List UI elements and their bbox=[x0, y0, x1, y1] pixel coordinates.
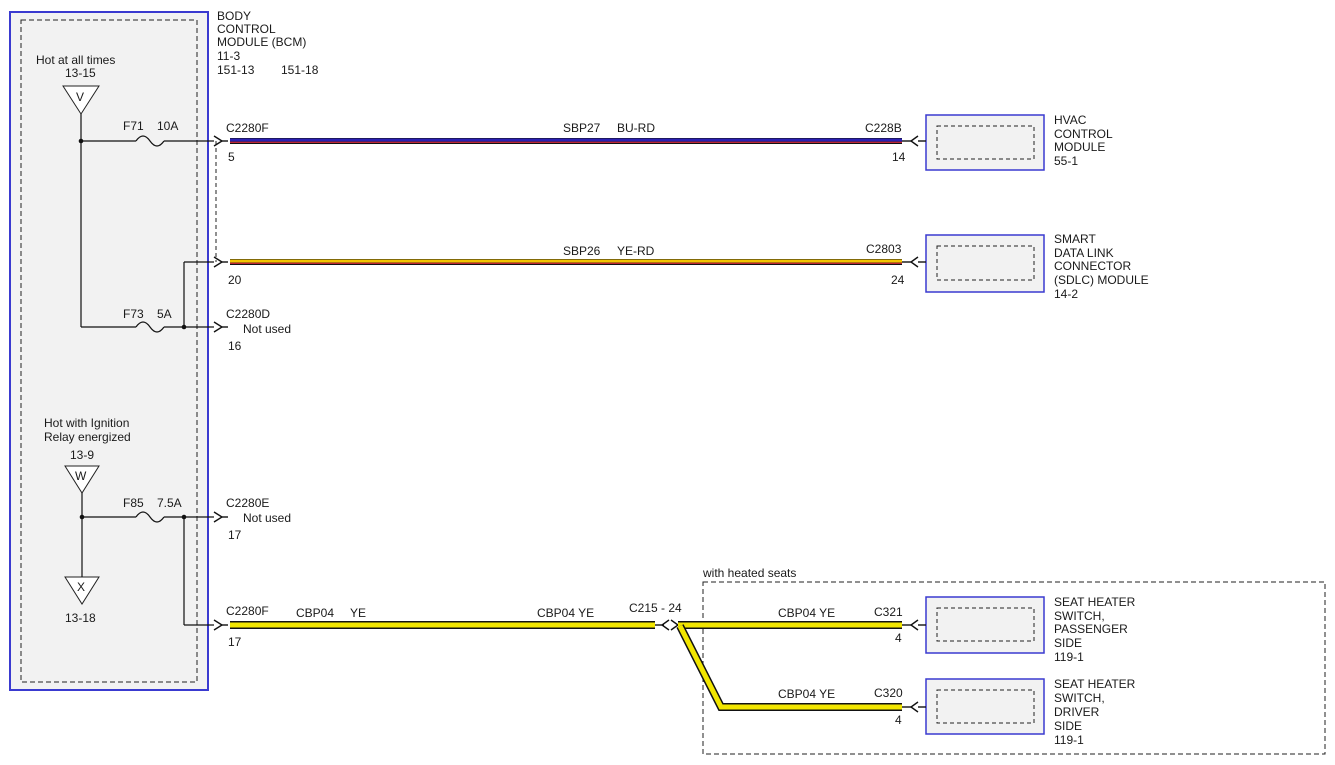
pin-note: Not used bbox=[243, 511, 291, 525]
seat-heater-switch-driver bbox=[925, 678, 1045, 735]
module-name-line: SWITCH, bbox=[1054, 691, 1105, 705]
pin-number: 16 bbox=[228, 339, 242, 353]
feed-ignition-label: Relay energized bbox=[44, 430, 131, 444]
module-pin-number: 24 bbox=[891, 273, 905, 287]
module-name-line: (SDLC) MODULE bbox=[1054, 273, 1149, 287]
bcm-title: BODY CONTROL MODULE (BCM) 11-3 151-13 15… bbox=[217, 9, 319, 77]
splice-dot bbox=[79, 514, 85, 520]
wire-color-label: YE bbox=[350, 606, 366, 620]
module-name-line: SMART bbox=[1054, 232, 1096, 246]
bcm-ref: 11-3 bbox=[217, 49, 240, 63]
fuse-f71-name: F71 bbox=[123, 119, 144, 133]
module-name-line: SWITCH, bbox=[1054, 609, 1105, 623]
pin-number: 17 bbox=[228, 528, 242, 542]
bcm-title-line: MODULE (BCM) bbox=[217, 35, 306, 49]
power-symbol-v-label: V bbox=[76, 90, 84, 104]
ground-symbol-x-label: X bbox=[77, 580, 85, 594]
bcm-ref: 151-18 bbox=[281, 63, 319, 77]
pin-connector-label: C2280F bbox=[226, 604, 269, 618]
splice-connector-c215 bbox=[655, 619, 680, 631]
module-pin-number: 4 bbox=[895, 631, 902, 645]
pin-note: Not used bbox=[243, 322, 291, 336]
power-symbol-w: W bbox=[64, 465, 100, 494]
module-connector-label: C320 bbox=[874, 686, 903, 700]
fuse-f85-rating: 7.5A bbox=[157, 496, 182, 510]
splice-dot bbox=[78, 138, 84, 144]
module-pin-number: 14 bbox=[892, 150, 906, 164]
module-ref: 14-2 bbox=[1054, 287, 1078, 301]
option-label: with heated seats bbox=[702, 566, 796, 580]
feed-always-label: Hot at all times bbox=[36, 53, 115, 67]
wire-circuit-label: SBP27 bbox=[563, 121, 601, 135]
bcm-module bbox=[9, 11, 209, 691]
bcm-pin-arrows bbox=[213, 135, 228, 631]
bcm-internal-wiring-bottom bbox=[81, 493, 214, 626]
sdlc-module bbox=[925, 234, 1045, 293]
module-connector-label: C228B bbox=[865, 121, 902, 135]
feed-ignition-label: Hot with Ignition bbox=[44, 416, 129, 430]
wire-color-label: YE-RD bbox=[617, 244, 655, 258]
fuse-f73-name: F73 bbox=[123, 307, 144, 321]
wire-label: CBP04 YE bbox=[778, 687, 835, 701]
bcm-ref: 151-13 bbox=[217, 63, 255, 77]
fuse-f73-rating: 5A bbox=[157, 307, 172, 321]
module-name-line: SIDE bbox=[1054, 719, 1082, 733]
module-ref: 119-1 bbox=[1054, 650, 1084, 664]
bcm-title-line: CONTROL bbox=[217, 22, 276, 36]
pin-connector-label: C2280F bbox=[226, 121, 269, 135]
fuse-f85-name: F85 bbox=[123, 496, 144, 510]
wire-label-mid: CBP04 YE bbox=[537, 606, 594, 620]
wire-sbp26 bbox=[230, 259, 902, 265]
module-name-line: DRIVER bbox=[1054, 705, 1100, 719]
splice-label: C215 - 24 bbox=[629, 601, 682, 615]
wire-color-label: BU-RD bbox=[617, 121, 655, 135]
module-name-line: PASSENGER bbox=[1054, 622, 1128, 636]
wire-circuit-label: CBP04 bbox=[296, 606, 334, 620]
feed-ignition-ref: 13-9 bbox=[70, 448, 94, 462]
splice-dot bbox=[181, 324, 187, 330]
module-connector-arrow bbox=[902, 701, 926, 713]
wire-label: CBP04 YE bbox=[778, 606, 835, 620]
wire-cbp04-driver bbox=[676, 624, 902, 711]
module-connector-label: C2803 bbox=[866, 242, 902, 256]
heated-seats-option-box bbox=[702, 581, 1326, 755]
module-name-line: MODULE bbox=[1054, 140, 1105, 154]
seat-heater-switch-passenger bbox=[925, 596, 1045, 654]
module-name-line: HVAC bbox=[1054, 113, 1087, 127]
module-name-line: CONNECTOR bbox=[1054, 259, 1131, 273]
module-connector-arrow bbox=[902, 619, 926, 631]
module-name-line: CONTROL bbox=[1054, 127, 1113, 141]
bcm-internal-wiring-top bbox=[80, 114, 214, 333]
pin-number: 5 bbox=[228, 150, 235, 164]
fuse-f71-rating: 10A bbox=[157, 119, 178, 133]
module-pin-number: 4 bbox=[895, 713, 902, 727]
splice-dot bbox=[181, 514, 187, 520]
module-name-line: DATA LINK bbox=[1054, 246, 1114, 260]
pin-number: 20 bbox=[228, 273, 242, 287]
module-name-line: SEAT HEATER bbox=[1054, 595, 1136, 609]
module-connector-arrow bbox=[902, 256, 926, 268]
module-connector-arrow bbox=[902, 135, 926, 147]
power-symbol-w-label: W bbox=[75, 469, 87, 483]
module-name-line: SEAT HEATER bbox=[1054, 677, 1136, 691]
ground-x-ref: 13-18 bbox=[65, 611, 96, 625]
module-name-line: SIDE bbox=[1054, 636, 1082, 650]
pin-number: 17 bbox=[228, 635, 242, 649]
pin-connector-label: C2280D bbox=[226, 307, 270, 321]
module-ref: 119-1 bbox=[1054, 733, 1084, 747]
bcm-title-line: BODY bbox=[217, 9, 251, 23]
wire-sbp27 bbox=[230, 138, 902, 144]
module-connector-label: C321 bbox=[874, 605, 903, 619]
module-ref: 55-1 bbox=[1054, 154, 1078, 168]
power-symbol-v: V bbox=[62, 85, 100, 115]
wire-circuit-label: SBP26 bbox=[563, 244, 601, 258]
feed-always-ref: 13-15 bbox=[65, 66, 96, 80]
hvac-control-module bbox=[925, 114, 1045, 171]
pin-connector-label: C2280E bbox=[226, 496, 269, 510]
